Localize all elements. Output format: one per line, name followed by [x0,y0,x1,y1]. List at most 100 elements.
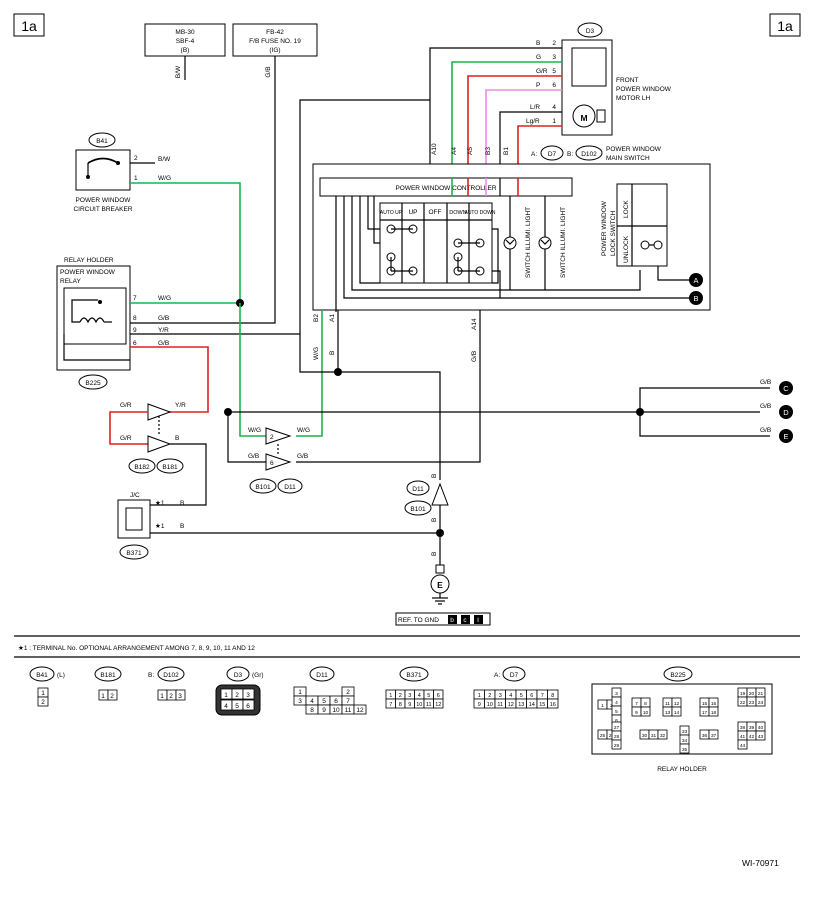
lock-switch-contact [640,240,650,250]
connector-tag-b181 [156,458,184,474]
motor-pin-2: 2 [552,40,556,47]
connector-pin-label: 19 [740,691,746,697]
marker-e [779,429,793,443]
wire-motor1-lgr [517,125,562,178]
switch-pin-b1: B1 [503,147,510,155]
relay-holder-label: RELAY HOLDER [64,257,114,264]
connector-pin-label: 1 [601,703,604,709]
connector-pin-label: 43 [758,734,764,740]
relay-coil-lead [71,299,98,323]
wire-gb-c [639,387,770,412]
cv-d11-tag [309,666,335,682]
connector-pin-label: 9 [408,702,411,708]
motor-pin-6: 6 [552,82,556,89]
wire-ground-bus [299,334,441,480]
connector-tag-b225-text: B225 [85,380,101,387]
connector-pin [547,698,559,709]
connector-pin-label: 4 [418,693,421,699]
connector-pin-label: 5 [520,693,523,699]
wire-d-color: G/B [760,403,771,410]
connector-view-b181: B181 1 2 [94,666,122,701]
cv-d3-suffix: (Gr) [252,672,264,679]
wire-b2-color: W/G [313,347,320,360]
cv-d11-pin-7: 7 [346,698,350,705]
motor-brush [596,109,606,123]
wire-e-color: G/B [760,427,771,434]
connector-pin [708,706,719,717]
b101-gb-in-color: G/B [248,453,259,460]
corner-label-right-box [769,13,801,37]
fuse-mb30-line2: SBF-4 [176,38,195,45]
relay-contact [98,300,102,304]
wire-fb42-to-relay8 [130,56,276,324]
circuit-breaker-label-1: POWER WINDOW [76,197,132,204]
connector-pin-label: 35 [682,747,688,753]
marker-a-text: A [693,276,698,285]
fuse-mb30-line3: (B) [181,47,190,54]
wire-gb-branch [227,412,266,463]
motor-symbol-letter: M [580,113,587,123]
wire-a14-gb [296,310,481,463]
connector-pin [755,696,766,707]
ground-wire-color-1: B [431,474,438,478]
cv-pin [353,704,367,715]
ref-gnd-cell [461,615,470,624]
connector-tag-d7-text: D7 [548,151,557,158]
d102-prefix: B: [567,151,573,158]
motor-wire-5-color: G/R [536,68,548,75]
motor-wire-3-color: G [536,54,541,61]
cv-b41-pin-2: 2 [41,699,45,706]
switch-pin-a4: A4 [451,147,458,155]
cv-d102-pin-2: 2 [169,693,173,700]
cv-pin [175,689,186,701]
lock-switch-contact [653,240,663,250]
cv-d11-pin-4: 4 [310,698,314,705]
connector-pin-label: 18 [711,710,717,716]
circuit-breaker-label-2: CIRCUIT BREAKER [73,206,132,213]
connector-pin-label: 3 [615,691,618,697]
cv-d102-tag [157,666,185,682]
cv-d3-pin-1: 1 [224,692,228,699]
relay-wire-6-color: G/B [158,340,169,347]
cv-b181-tag [94,666,122,682]
b182-gr1-color: G/R [120,402,132,409]
jc-pin-2-color: B [180,523,184,530]
connector-pin [671,706,682,717]
connector-tag-b41 [88,132,116,148]
connector-pin-label: 2 [488,693,491,699]
b182-yr-color: Y/R [175,402,186,409]
ref-gnd-cell [448,615,457,624]
b41-pin-2: 2 [134,155,138,162]
connector-tag-b101-ground [404,500,432,516]
connector-pin [611,739,622,750]
connector-pin-label: 27 [614,725,620,731]
connector-pin-label: 11 [426,702,432,708]
controller-leads [335,178,700,312]
connector-pin-label: 10 [487,702,493,708]
lock-switch-box [616,183,668,267]
relay-wire-7-color: W/G [158,295,171,302]
motor-symbol [572,104,596,128]
cv-b371-label: B371 [406,672,422,679]
main-switch-label-2: MAIN SWITCH [606,155,650,162]
lock-switch-wire-a [657,266,690,281]
switch-pin-b3: B3 [485,147,492,155]
connector-pin-label: 8 [644,701,647,707]
wire-relay6 [130,346,209,413]
connector-pin [640,706,651,717]
cv-d3-pin-5: 5 [235,703,239,710]
circuit-breaker-terminal-1 [86,175,90,179]
wire-motor3-g [451,61,562,178]
connector-pin-label: 13 [518,702,524,708]
motor-label-3: MOTOR LH [616,95,650,102]
wire-label-fb42: G/B [265,66,272,77]
controller-lead [367,196,380,230]
cv-b371-tag [399,666,429,682]
cv-b181-pin-2: 2 [110,693,114,700]
switch-position-contacts [386,224,485,276]
b182-gr2-color: G/R [120,435,132,442]
b101-pin-2: 2 [270,434,274,441]
